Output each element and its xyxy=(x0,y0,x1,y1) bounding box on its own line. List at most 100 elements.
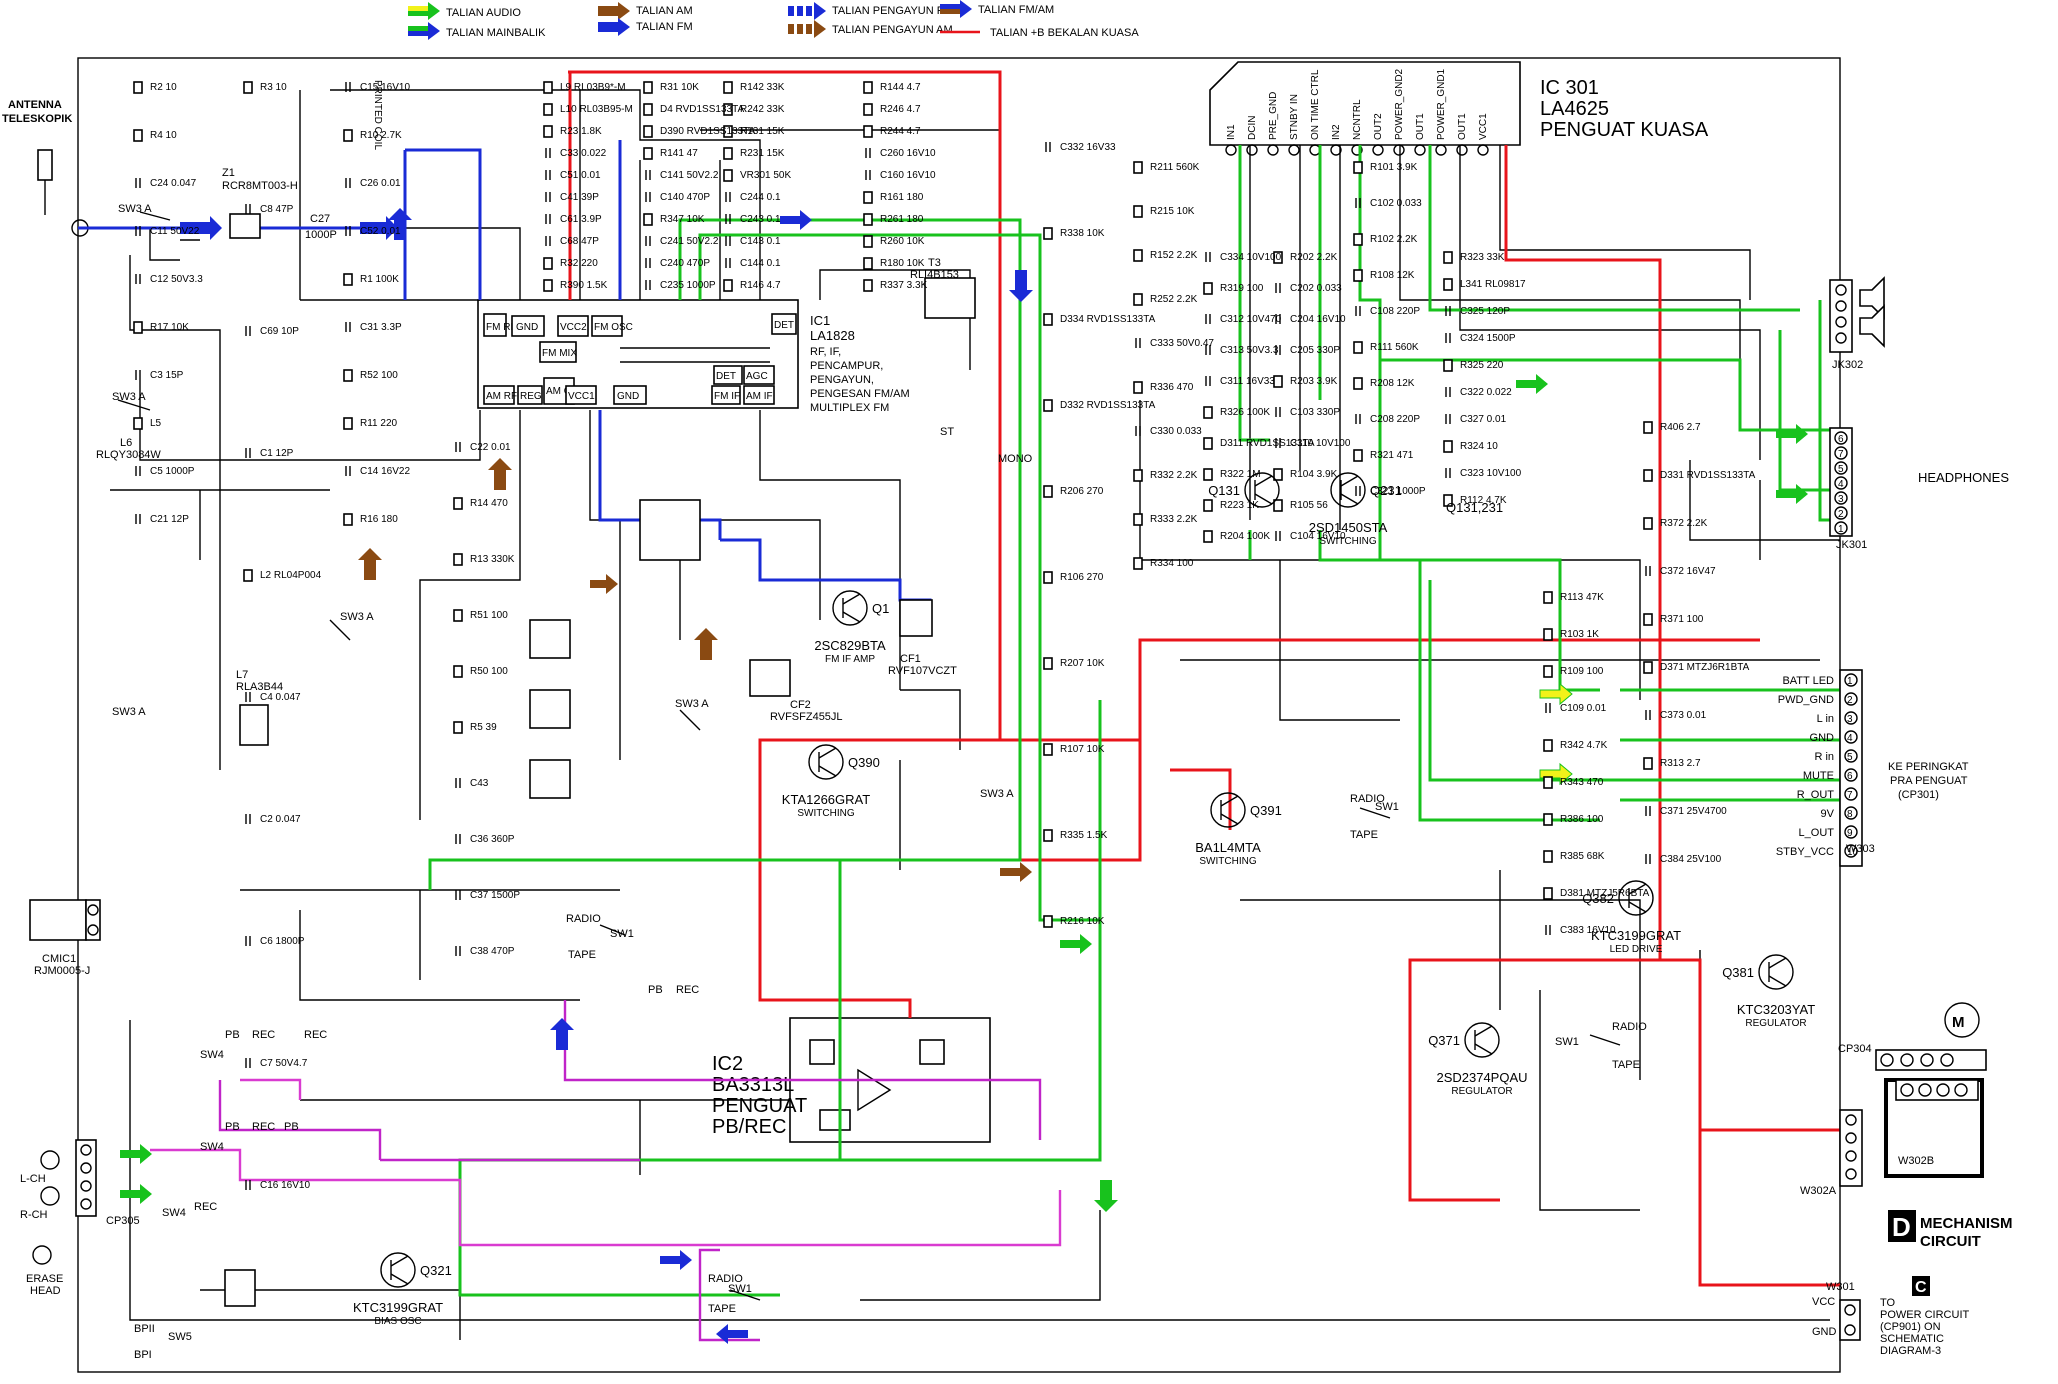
hp-pin-number: 6 xyxy=(1838,434,1844,445)
ic301-pin-marker xyxy=(1225,144,1237,156)
transistor-ref: Q1 xyxy=(872,601,889,616)
pb-label-4: PB xyxy=(648,984,663,996)
sw5-label: SW5 xyxy=(168,1331,192,1343)
component-label: R104 3.9K xyxy=(1290,469,1338,480)
component-label: C260 16V10 xyxy=(880,148,936,159)
component-label: C31 3.3P xyxy=(360,322,402,333)
radio-label-3: RADIO xyxy=(1612,1021,1647,1033)
cf1-part: RVF107VCZT xyxy=(888,665,957,677)
preamp-pin-marker xyxy=(1844,844,1858,858)
resistor-glyph xyxy=(1643,421,1653,434)
transistor-ref: Q390 xyxy=(848,755,880,770)
legend-fmam: TALIAN FM/AM xyxy=(940,0,1054,18)
component-label: R102 2.2K xyxy=(1370,234,1418,245)
power-text-2: (CP901) ON xyxy=(1880,1321,1941,1333)
component-label: R332 2.2K xyxy=(1150,470,1198,481)
component-label: C372 16V47 xyxy=(1660,566,1716,577)
resistor-glyph xyxy=(643,103,653,116)
c27-value: 1000P xyxy=(305,229,337,241)
component-label: C322 0.022 xyxy=(1460,387,1512,398)
component-label: R106 270 xyxy=(1060,572,1104,583)
preamp-pin-pwd-gnd: PWD_GND xyxy=(1778,694,1834,706)
motor-symbol: M xyxy=(1952,1014,1965,1031)
resistor-glyph xyxy=(243,569,253,582)
ic1-block-gnd2: GND xyxy=(617,391,639,402)
sw3a-label-4: SW3 A xyxy=(340,611,374,623)
ic301-pin-3: PRE_GND xyxy=(1268,92,1279,140)
switches: SW3 A SW3 A SW3 A SW3 A SW3 A SW3 A SW1 … xyxy=(112,203,1647,1343)
component-label: C108 220P xyxy=(1370,306,1420,317)
fm-arrow-4 xyxy=(780,210,812,230)
transistor-part: KTC3199GRAT xyxy=(1591,928,1681,943)
preamp-pin-marker xyxy=(1844,730,1858,744)
power-connector: VCC GND W301 C TO POWER CIRCUIT (CP901) … xyxy=(1812,1276,1970,1357)
hp-pin-number: 3 xyxy=(1838,494,1844,505)
ic1-part: LA1828 xyxy=(810,328,855,343)
component-label: R338 10K xyxy=(1060,228,1105,239)
transistor-ref: Q131 xyxy=(1208,483,1240,498)
preamp-pin-r-in: R in xyxy=(1814,751,1834,763)
rec-label-4: REC xyxy=(676,984,699,996)
z1-ref: Z1 xyxy=(222,167,235,179)
antenna-label: ANTENNA xyxy=(8,99,62,111)
resistor-glyph xyxy=(643,125,653,138)
component-label: D311 RVD1SS133TA xyxy=(1220,438,1315,449)
power-badge xyxy=(1912,1276,1930,1296)
component-label: R334 100 xyxy=(1150,558,1194,569)
transistor-part: 2SC829BTA xyxy=(814,638,886,653)
am-arrow-5 xyxy=(1000,862,1032,882)
component-label: C24 0.047 xyxy=(150,178,197,189)
antenna: ANTENNA TELESKOPIK xyxy=(2,99,89,237)
resistor-glyph xyxy=(133,321,143,334)
resistor-glyph xyxy=(1043,485,1053,498)
component-label: D381 MTZJ5R6BTA xyxy=(1560,888,1650,899)
resistor-glyph xyxy=(1273,375,1283,388)
resistor-glyph xyxy=(1443,440,1453,453)
legend-mainbalik-label: TALIAN MAINBALIK xyxy=(446,27,546,39)
component-label: C7 50V4.7 xyxy=(260,1058,308,1069)
preamp-pin-marker xyxy=(1844,673,1858,687)
cf2-ref: CF2 xyxy=(790,699,811,711)
audio-arrow-3 xyxy=(1516,374,1548,394)
ic301-pin-2: DCIN xyxy=(1247,116,1258,140)
legend-fm: TALIAN FM xyxy=(598,18,693,36)
transistor-ref: Q382 xyxy=(1582,891,1614,906)
component-label: R206 270 xyxy=(1060,486,1104,497)
ic1-block-fmrf: FM RF xyxy=(486,322,517,333)
component-label: R51 100 xyxy=(470,610,508,621)
ic301-pin-marker xyxy=(1393,144,1405,156)
bp2-label: BPI xyxy=(134,1349,152,1361)
component-label: R323 33K xyxy=(1460,252,1505,263)
component-label: C1 12P xyxy=(260,448,294,459)
hp-pin-number: 1 xyxy=(1838,524,1844,535)
sw3a-label-6: SW3 A xyxy=(980,788,1014,800)
component-label: D4 RVD1SS133TA xyxy=(660,104,744,115)
power-pin-gnd: GND xyxy=(1812,1326,1837,1338)
transistor-role: SWITCHING xyxy=(1199,856,1256,867)
ic2-part: BA3313L xyxy=(712,1074,794,1096)
resistor-glyph xyxy=(1133,513,1143,526)
component-label: C61 3.9P xyxy=(560,214,602,225)
component-label: R107 10K xyxy=(1060,744,1105,755)
component-label: R5 39 xyxy=(470,722,497,733)
resistor-glyph xyxy=(1443,278,1453,291)
resistor-glyph xyxy=(543,81,553,94)
component-label: C4 0.047 xyxy=(260,692,301,703)
ic1-block-fmosc: FM OSC xyxy=(594,322,633,333)
transistor-role: BIAS OSC xyxy=(374,1316,421,1327)
input-arrow-2 xyxy=(120,1184,152,1204)
preamp-pin-number: 2 xyxy=(1847,695,1853,706)
rec-arrow-1 xyxy=(660,1250,692,1270)
resistor-glyph xyxy=(863,257,873,270)
am-arrow-4 xyxy=(694,628,718,660)
component-label: D331 RVD1SS133TA xyxy=(1660,470,1756,481)
resistor-glyph xyxy=(1643,613,1653,626)
component-label: L2 RL04P004 xyxy=(260,570,322,581)
resistor-glyph xyxy=(243,81,253,94)
sw3a-label-2: SW3 A xyxy=(112,391,146,403)
